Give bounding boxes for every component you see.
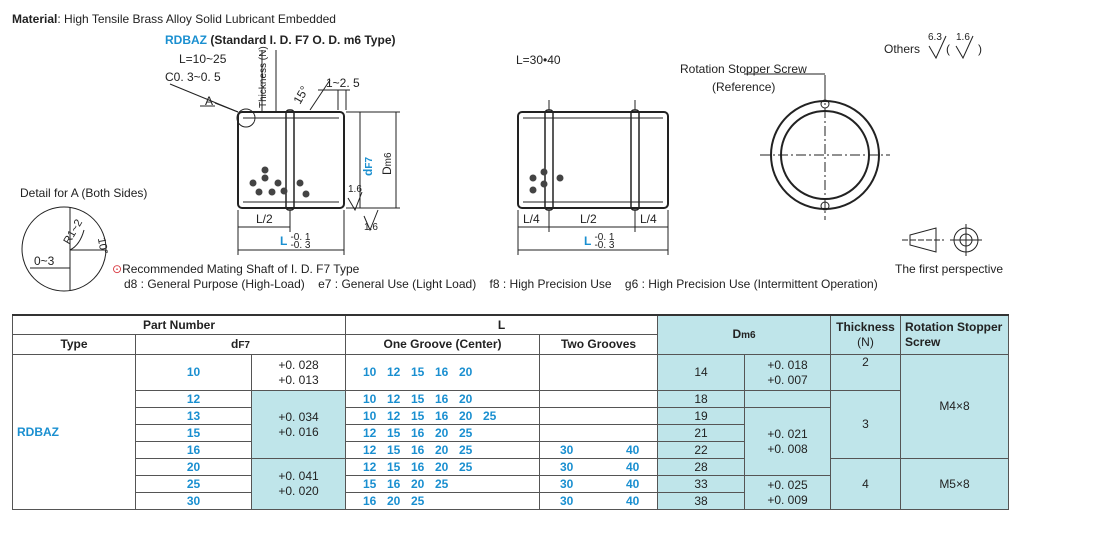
d-tol: +0. 034 +0. 016 (251, 390, 346, 459)
screw-value: M4×8 (900, 354, 1009, 459)
d-value: 13 (135, 407, 252, 425)
header-one-groove: One Groove (Center) (345, 334, 540, 355)
type-cell: RDBAZ (12, 354, 136, 510)
dm6-value: 21 (657, 424, 745, 442)
l-range-2: L=30•40 (516, 53, 561, 67)
d-value: 10 (135, 354, 252, 391)
d-tol: +0. 041 +0. 020 (251, 458, 346, 510)
product-std: (Standard I. D. F7 O. D. m6 Type) (210, 33, 396, 47)
others-r2: 1.6 (956, 32, 970, 43)
dm6-tol: +0. 021 +0. 008 (744, 407, 831, 476)
d-value: 15 (135, 424, 252, 442)
roughness-16-b: 1.6 (364, 222, 378, 233)
mating-items: d8 : General Purpose (High-Load) e7 : Ge… (124, 277, 878, 291)
groove-center (285, 109, 295, 211)
two-grooves-row (539, 354, 658, 391)
dm6-label: Dm6 (380, 152, 394, 175)
dm6-value: 22 (657, 441, 745, 459)
half-l-right: L/2 (580, 212, 597, 226)
quarter-l-right: L/4 (640, 212, 657, 226)
header-type: Type (12, 334, 136, 355)
dm6-value: 33 (657, 475, 745, 493)
thickness-label: Thickness (N) (258, 46, 269, 108)
header-df7: dF7 (135, 334, 346, 355)
l-range-1: L=10~25 (179, 52, 227, 66)
chamfer-label: C0. 3~0. 5 (165, 70, 221, 84)
end-view-outer (770, 100, 880, 210)
material-line: Material: High Tensile Brass Alloy Solid… (12, 12, 336, 26)
dm6-value: 18 (657, 390, 745, 408)
dm6-value: 38 (657, 492, 745, 510)
first-perspective-label: The first perspective (895, 262, 1004, 276)
two-grooves-row (539, 390, 658, 408)
d-value: 16 (135, 441, 252, 459)
two-grooves-row (539, 407, 658, 425)
half-l-label: L/2 (256, 212, 273, 226)
technical-drawing (21, 35, 982, 292)
header-dm6: Dm6 (657, 314, 831, 355)
screw-ref-label: (Reference) (712, 80, 776, 94)
df7-label: dF7 (361, 156, 375, 176)
projection-cone (909, 227, 937, 253)
others-r1: 6.3 (928, 32, 942, 43)
detail-label: Detail for A (Both Sides) (20, 186, 148, 200)
others-paren-open: ( (946, 42, 950, 56)
material-label: Material (12, 12, 58, 26)
d-tol: +0. 028 +0. 013 (251, 354, 346, 391)
screw-label: Rotation Stopper Screw (680, 62, 807, 76)
detail-a-label: A (205, 94, 214, 108)
bushing-body (237, 111, 345, 209)
spec-table: Part Number L Dm6 Thickness(N) Rotation … (12, 314, 1009, 510)
header-l: L (345, 314, 658, 335)
header-two-grooves: Two Grooves (539, 334, 658, 355)
mating-title: ⊙Recommended Mating Shaft of I. D. F7 Ty… (112, 262, 360, 276)
dm6-tol: +0. 018 +0. 007 (744, 354, 831, 391)
thickness-value: 2 (830, 354, 901, 391)
detail-a-view (21, 206, 107, 292)
bushing-body-long (517, 111, 669, 209)
header-thickness: Thickness(N) (830, 314, 901, 355)
detail-depth: 0~3 (34, 254, 55, 268)
quarter-l-left: L/4 (523, 212, 540, 226)
d-value: 20 (135, 458, 252, 476)
detail-a-marker (236, 108, 256, 128)
groove-width-label: 1~2. 5 (326, 76, 360, 90)
screw-value: M5×8 (900, 458, 1009, 510)
l-main-label: L -0. 1-0. 3 (280, 232, 311, 251)
d-value: 12 (135, 390, 252, 408)
thickness-value: 4 (830, 458, 901, 510)
dm6-value: 14 (657, 354, 745, 391)
header-part-number: Part Number (12, 314, 346, 335)
info-icon: ⊙ (112, 262, 123, 276)
d-value: 25 (135, 475, 252, 493)
l-main-label-2: L -0. 1-0. 3 (584, 232, 615, 251)
d-value: 30 (135, 492, 252, 510)
product-code: RDBAZ (165, 33, 207, 47)
product-title: RDBAZ (Standard I. D. F7 O. D. m6 Type) (165, 33, 395, 47)
dm6-value: 28 (657, 458, 745, 476)
thickness-value: 3 (830, 390, 901, 459)
roughness-16-a: 1.6 (348, 184, 362, 195)
two-grooves-row (539, 424, 658, 442)
material-value: : High Tensile Brass Alloy Solid Lubrica… (57, 12, 336, 26)
others-label: Others (884, 42, 921, 56)
dm6-tol-blank (744, 390, 831, 408)
dm6-tol: +0. 025 +0. 009 (744, 475, 831, 510)
dm6-value: 19 (657, 407, 745, 425)
others-paren-close: ) (978, 42, 982, 56)
